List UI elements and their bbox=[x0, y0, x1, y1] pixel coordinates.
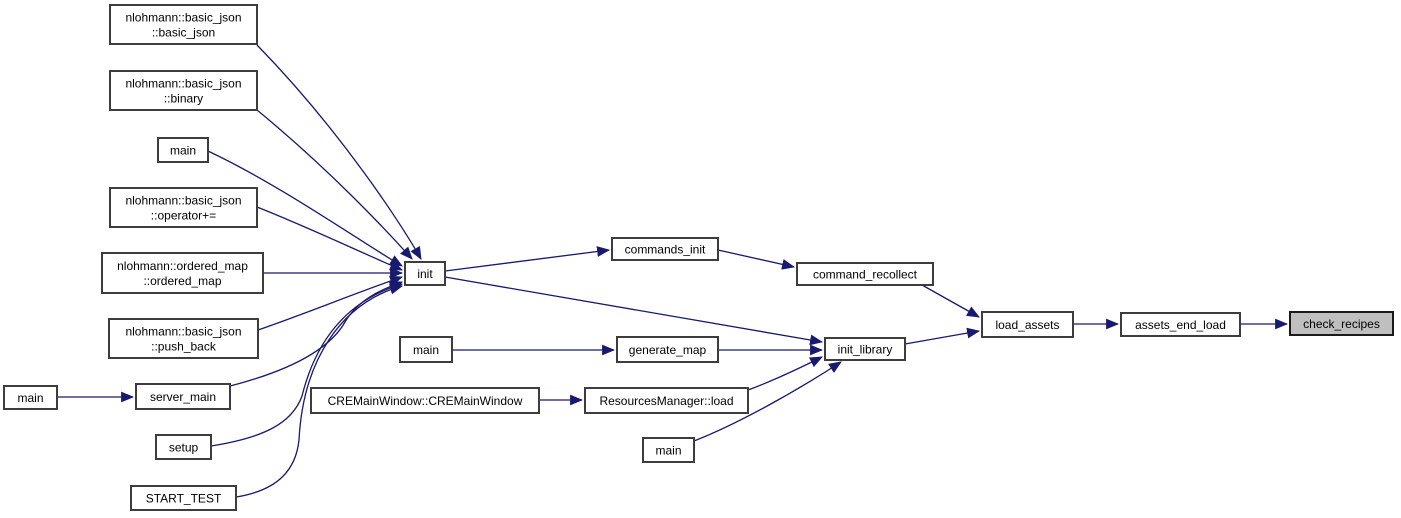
node-operator_pluseq[interactable]: nlohmann::basic_json::operator+= bbox=[109, 187, 258, 228]
node-box-load_assets[interactable] bbox=[981, 311, 1074, 338]
node-binary[interactable]: nlohmann::basic_json::binary bbox=[109, 70, 258, 111]
node-box-start_test[interactable] bbox=[130, 485, 237, 511]
node-label-check_recipes: check_recipes bbox=[1303, 317, 1380, 331]
node-box-push_back[interactable] bbox=[108, 318, 259, 359]
node-basic_json_ctor[interactable]: nlohmann::basic_json::basic_json bbox=[109, 4, 258, 45]
node-box-generate_map[interactable] bbox=[616, 336, 719, 363]
node-label-load_assets: load_assets bbox=[995, 318, 1059, 332]
node-init_library[interactable]: init_library bbox=[824, 337, 906, 361]
node-label-main1: main bbox=[170, 144, 196, 158]
node-server_main[interactable]: server_main bbox=[135, 383, 231, 410]
node-generate_map[interactable]: generate_map bbox=[616, 336, 719, 363]
node-label-main3: main bbox=[413, 343, 439, 357]
edge-operator_pluseq-to-init bbox=[256, 206, 403, 271]
node-main4[interactable]: main bbox=[642, 437, 695, 463]
node-label-binary-line1: nlohmann::basic_json bbox=[125, 77, 241, 91]
node-box-init[interactable] bbox=[404, 261, 446, 286]
node-box-basic_json_ctor[interactable] bbox=[109, 4, 258, 45]
node-box-ordered_map[interactable] bbox=[101, 252, 264, 294]
edge-start_test-to-init bbox=[235, 283, 404, 498]
nodes-layer: nlohmann::basic_json::basic_jsonnlohmann… bbox=[3, 4, 1394, 511]
node-load_assets[interactable]: load_assets bbox=[981, 311, 1074, 338]
node-box-command_recollect[interactable] bbox=[796, 262, 934, 286]
node-label-basic_json_ctor-line1: nlohmann::basic_json bbox=[125, 11, 241, 25]
node-label-basic_json_ctor-line2: ::basic_json bbox=[152, 26, 215, 40]
edge-command_recollect-to-load_assets bbox=[921, 284, 980, 318]
edge-init-to-commands_init bbox=[444, 246, 611, 272]
edge-resourcesmanager_load-to-init_library bbox=[747, 356, 823, 391]
node-main2[interactable]: main bbox=[3, 385, 58, 410]
node-label-operator_pluseq-line1: nlohmann::basic_json bbox=[125, 194, 241, 208]
node-box-main4[interactable] bbox=[642, 437, 695, 463]
node-label-start_test: START_TEST bbox=[146, 492, 222, 506]
edge-server_main-to-init bbox=[229, 280, 404, 387]
edge-init-to-init_library bbox=[444, 276, 824, 346]
node-label-cremainwindow: CREMainWindow::CREMainWindow bbox=[328, 394, 523, 408]
node-assets_end_load[interactable]: assets_end_load bbox=[1120, 312, 1241, 337]
node-label-binary-line2: ::binary bbox=[164, 92, 203, 106]
node-label-init_library: init_library bbox=[838, 343, 893, 357]
node-commands_init[interactable]: commands_init bbox=[611, 237, 719, 261]
node-label-main2: main bbox=[17, 391, 43, 405]
node-label-push_back-line1: nlohmann::basic_json bbox=[125, 325, 241, 339]
node-box-cremainwindow[interactable] bbox=[310, 387, 540, 414]
node-init[interactable]: init bbox=[404, 261, 446, 286]
node-label-main4: main bbox=[655, 444, 681, 458]
node-label-generate_map: generate_map bbox=[629, 343, 707, 357]
node-command_recollect[interactable]: command_recollect bbox=[796, 262, 934, 286]
edge-main1-to-init bbox=[207, 150, 403, 267]
node-label-ordered_map-line2: ::ordered_map bbox=[143, 274, 221, 288]
node-label-setup: setup bbox=[169, 441, 199, 455]
edge-main4-to-init_library bbox=[693, 361, 842, 442]
node-box-commands_init[interactable] bbox=[611, 237, 719, 261]
node-box-resourcesmanager_load[interactable] bbox=[584, 387, 749, 414]
node-label-assets_end_load: assets_end_load bbox=[1135, 318, 1226, 332]
node-box-server_main[interactable] bbox=[135, 383, 231, 410]
edge-init_library-to-load_assets bbox=[904, 327, 981, 345]
node-cremainwindow[interactable]: CREMainWindow::CREMainWindow bbox=[310, 387, 540, 414]
node-box-binary[interactable] bbox=[109, 70, 258, 111]
node-label-push_back-line2: ::push_back bbox=[151, 340, 217, 354]
node-label-commands_init: commands_init bbox=[625, 243, 706, 257]
edges-layer bbox=[57, 44, 1289, 498]
node-box-assets_end_load[interactable] bbox=[1120, 312, 1241, 337]
node-box-init_library[interactable] bbox=[824, 337, 906, 361]
node-box-main2[interactable] bbox=[3, 385, 58, 410]
node-label-command_recollect: command_recollect bbox=[813, 268, 918, 282]
node-resourcesmanager_load[interactable]: ResourcesManager::load bbox=[584, 387, 749, 414]
node-label-ordered_map-line1: nlohmann::ordered_map bbox=[117, 259, 248, 273]
node-box-check_recipes bbox=[1289, 311, 1394, 336]
node-label-operator_pluseq-line2: ::operator+= bbox=[151, 209, 216, 223]
node-box-operator_pluseq[interactable] bbox=[109, 187, 258, 228]
node-push_back[interactable]: nlohmann::basic_json::push_back bbox=[108, 318, 259, 359]
node-box-main3[interactable] bbox=[399, 336, 453, 363]
node-label-resourcesmanager_load: ResourcesManager::load bbox=[599, 394, 733, 408]
node-ordered_map[interactable]: nlohmann::ordered_map::ordered_map bbox=[101, 252, 264, 294]
node-main3[interactable]: main bbox=[399, 336, 453, 363]
node-start_test[interactable]: START_TEST bbox=[130, 485, 237, 511]
node-setup[interactable]: setup bbox=[155, 434, 212, 460]
edge-setup-to-init bbox=[210, 282, 404, 447]
node-box-setup[interactable] bbox=[155, 434, 212, 460]
node-box-main1[interactable] bbox=[157, 137, 209, 163]
node-label-init: init bbox=[417, 267, 433, 281]
edge-binary-to-init bbox=[256, 109, 413, 260]
node-label-server_main: server_main bbox=[150, 390, 216, 404]
edge-commands_init-to-command_recollect bbox=[717, 249, 796, 270]
node-main1[interactable]: main bbox=[157, 137, 209, 163]
edge-push_back-to-init bbox=[257, 275, 404, 331]
edge-basic_json_ctor-to-init bbox=[256, 44, 422, 260]
node-check_recipes: check_recipes bbox=[1289, 311, 1394, 336]
